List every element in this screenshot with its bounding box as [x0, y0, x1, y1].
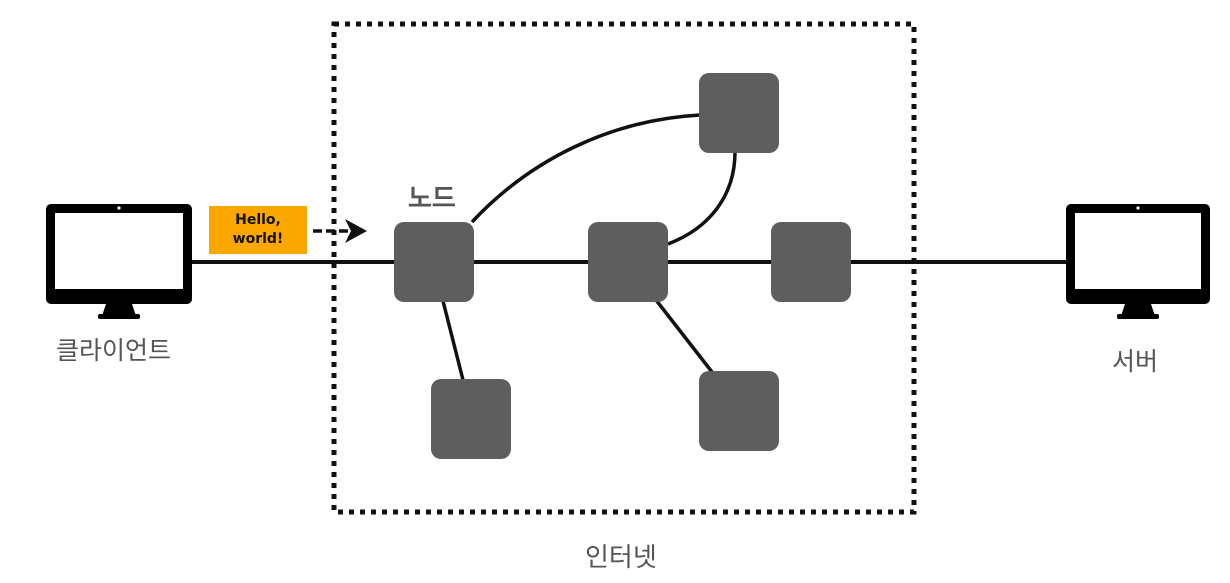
node-b: [699, 73, 779, 153]
server-label: 서버: [1112, 347, 1159, 376]
node-a: [394, 222, 474, 302]
internet-boundary: [331, 21, 917, 515]
node-f: [699, 371, 779, 451]
client-label: 클라이언트: [56, 336, 172, 365]
edge-node-b-node-c: [667, 151, 737, 246]
edge-node-a-node-b: [470, 113, 701, 224]
node-e: [431, 379, 511, 459]
node-c: [588, 222, 668, 302]
message-packet: Hello, world!: [209, 206, 307, 254]
server-monitor-icon: [1066, 204, 1210, 319]
node-label: 노드: [408, 184, 456, 214]
edge-node-c-node-f: [654, 298, 714, 374]
node-d: [771, 222, 851, 302]
internet-label: 인터넷: [585, 543, 657, 573]
arrow-right-icon: [313, 219, 367, 243]
client-monitor-icon: [46, 204, 192, 319]
edge-node-a-node-e: [441, 300, 465, 381]
